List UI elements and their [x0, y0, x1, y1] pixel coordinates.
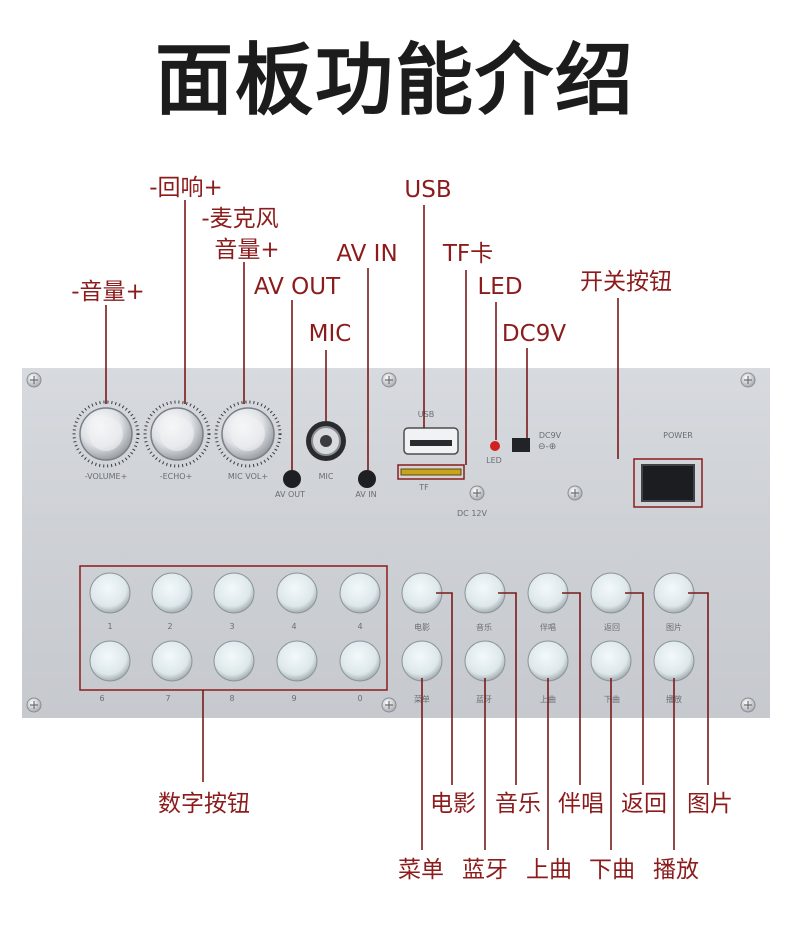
power-switch-highlight — [633, 458, 703, 508]
callout-dc9v: DC9V — [501, 321, 567, 347]
callout-led: LED — [477, 274, 523, 300]
number-button-label: 0 — [357, 694, 363, 703]
mic-volume-knob[interactable] — [214, 400, 282, 468]
power-label: POWER — [663, 431, 693, 440]
led-label: LED — [486, 456, 502, 465]
callout-av-out: AV OUT — [253, 274, 341, 300]
echo-knob-label: -ECHO+ — [159, 472, 193, 481]
number-button[interactable] — [151, 572, 193, 614]
callout-next: 下曲 — [589, 857, 635, 883]
movie-button-label: 电影 — [414, 623, 430, 632]
callout-echo: -回响+ — [149, 175, 223, 201]
number-button[interactable] — [339, 640, 381, 682]
number-button[interactable] — [339, 572, 381, 614]
screw-icon — [740, 697, 756, 713]
leader-lines — [105, 200, 709, 850]
prev-track-button[interactable] — [527, 640, 569, 682]
back-button-label: 返回 — [604, 623, 620, 632]
power-switch[interactable] — [641, 464, 695, 502]
mic-jack-label: MIC — [318, 472, 334, 481]
number-button[interactable] — [151, 640, 193, 682]
callout-usb: USB — [404, 177, 452, 203]
play-button[interactable] — [653, 640, 695, 682]
usb-port-label: USB — [417, 410, 435, 419]
callout-play: 播放 — [653, 857, 699, 883]
screw-icon — [567, 485, 583, 501]
av-out-jack-label: AV OUT — [274, 490, 306, 499]
callout-power-switch: 开关按钮 — [580, 269, 672, 295]
number-button[interactable] — [276, 640, 318, 682]
dc-12v-label: DC 12V — [457, 509, 487, 518]
bluetooth-button[interactable] — [464, 640, 506, 682]
screw-icon — [26, 697, 42, 713]
callout-number-buttons: 数字按钮 — [158, 791, 250, 817]
callout-mic: MIC — [308, 321, 352, 347]
callout-tf: TF卡 — [442, 241, 494, 267]
number-buttons-highlight — [79, 565, 388, 691]
callout-music: 音乐 — [495, 791, 541, 817]
callout-back: 返回 — [621, 791, 667, 817]
callout-picture: 图片 — [687, 791, 733, 817]
callout-bluetooth: 蓝牙 — [462, 857, 508, 883]
number-button[interactable] — [213, 640, 255, 682]
callout-menu: 菜单 — [398, 857, 444, 883]
callout-accompany: 伴唱 — [558, 791, 604, 817]
tf-card-slot[interactable] — [400, 468, 462, 476]
bluetooth-button-label: 蓝牙 — [476, 695, 492, 704]
number-button-label: 6 — [99, 694, 105, 703]
mic-vol-knob-label: MIC VOL+ — [227, 472, 269, 481]
number-button-label: 9 — [291, 694, 297, 703]
number-button-label: 4 — [291, 622, 297, 631]
callout-prev: 上曲 — [526, 857, 572, 883]
led-indicator — [490, 441, 500, 451]
screw-icon — [381, 697, 397, 713]
volume-knob[interactable] — [72, 400, 140, 468]
dc-power-jack[interactable]: ⊖-⊕ — [512, 438, 556, 452]
callout-mic-vol-line1: -麦克风 — [201, 206, 279, 232]
number-button-label: 7 — [165, 694, 171, 703]
number-button-label: 1 — [107, 622, 113, 631]
av-in-jack-label: AV IN — [355, 490, 377, 499]
music-button-label: 音乐 — [476, 623, 492, 632]
number-button-label: 4 — [357, 622, 363, 631]
menu-button[interactable] — [401, 640, 443, 682]
screw-icon — [740, 372, 756, 388]
accompany-button-label: 伴唱 — [540, 623, 556, 632]
callout-volume: -音量+ — [71, 279, 145, 305]
number-button-label: 8 — [229, 694, 235, 703]
av-out-jack[interactable] — [283, 470, 301, 488]
svg-text:⊖-⊕: ⊖-⊕ — [538, 442, 556, 452]
next-track-button[interactable] — [590, 640, 632, 682]
callout-av-in: AV IN — [336, 241, 398, 267]
number-button-label: 3 — [229, 622, 235, 631]
mic-jack[interactable] — [306, 421, 346, 461]
number-button[interactable] — [276, 572, 318, 614]
callout-movie: 电影 — [430, 791, 476, 817]
number-button[interactable] — [89, 640, 131, 682]
dc-jack-label: DC9V — [538, 431, 562, 440]
next-button-label: 下曲 — [604, 695, 620, 704]
number-button[interactable] — [213, 572, 255, 614]
usb-port[interactable] — [403, 427, 459, 455]
av-in-jack[interactable] — [358, 470, 376, 488]
volume-knob-label: -VOLUME+ — [84, 472, 128, 481]
echo-knob[interactable] — [143, 400, 211, 468]
screw-icon — [381, 372, 397, 388]
page-title: 面板功能介绍 — [154, 36, 635, 126]
number-button[interactable] — [89, 572, 131, 614]
number-button-label: 2 — [167, 622, 173, 631]
callout-mic-vol-line2: 音量+ — [214, 237, 280, 263]
picture-button-label: 图片 — [666, 623, 682, 632]
tf-slot-highlight — [397, 464, 465, 480]
screw-icon — [469, 485, 485, 501]
tf-slot-label: TF — [419, 483, 429, 492]
screw-icon — [26, 372, 42, 388]
